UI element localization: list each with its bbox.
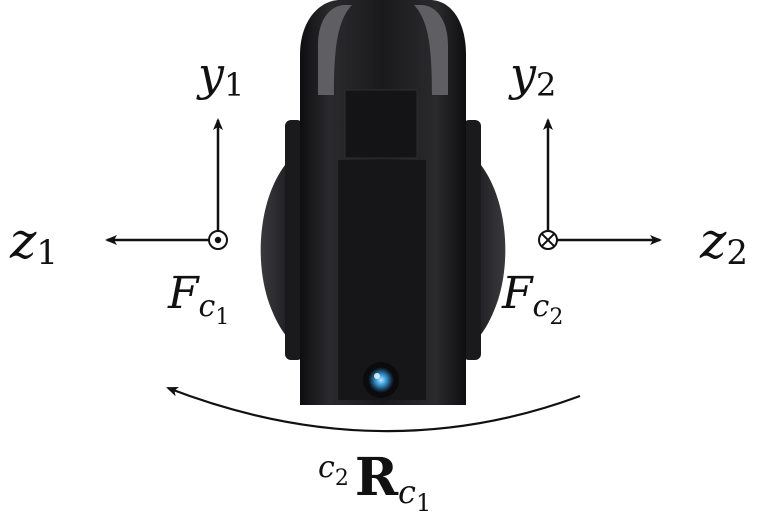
frame-2-label: Fc2: [501, 268, 563, 330]
y2-label: y2: [508, 47, 556, 104]
frame-2-axes: [538, 118, 662, 250]
z1-label: z1: [9, 212, 58, 273]
camera-illustration: [260, 0, 506, 405]
z2-label: z2: [699, 212, 748, 273]
frame-1-label: Fc1: [167, 268, 229, 330]
y1-label: y1: [196, 47, 244, 104]
rotation-arc-arrow: [166, 386, 581, 433]
frame-1-axes: [105, 118, 228, 250]
out-of-page-dot-icon: [208, 230, 228, 250]
into-page-cross-icon: [538, 230, 558, 250]
